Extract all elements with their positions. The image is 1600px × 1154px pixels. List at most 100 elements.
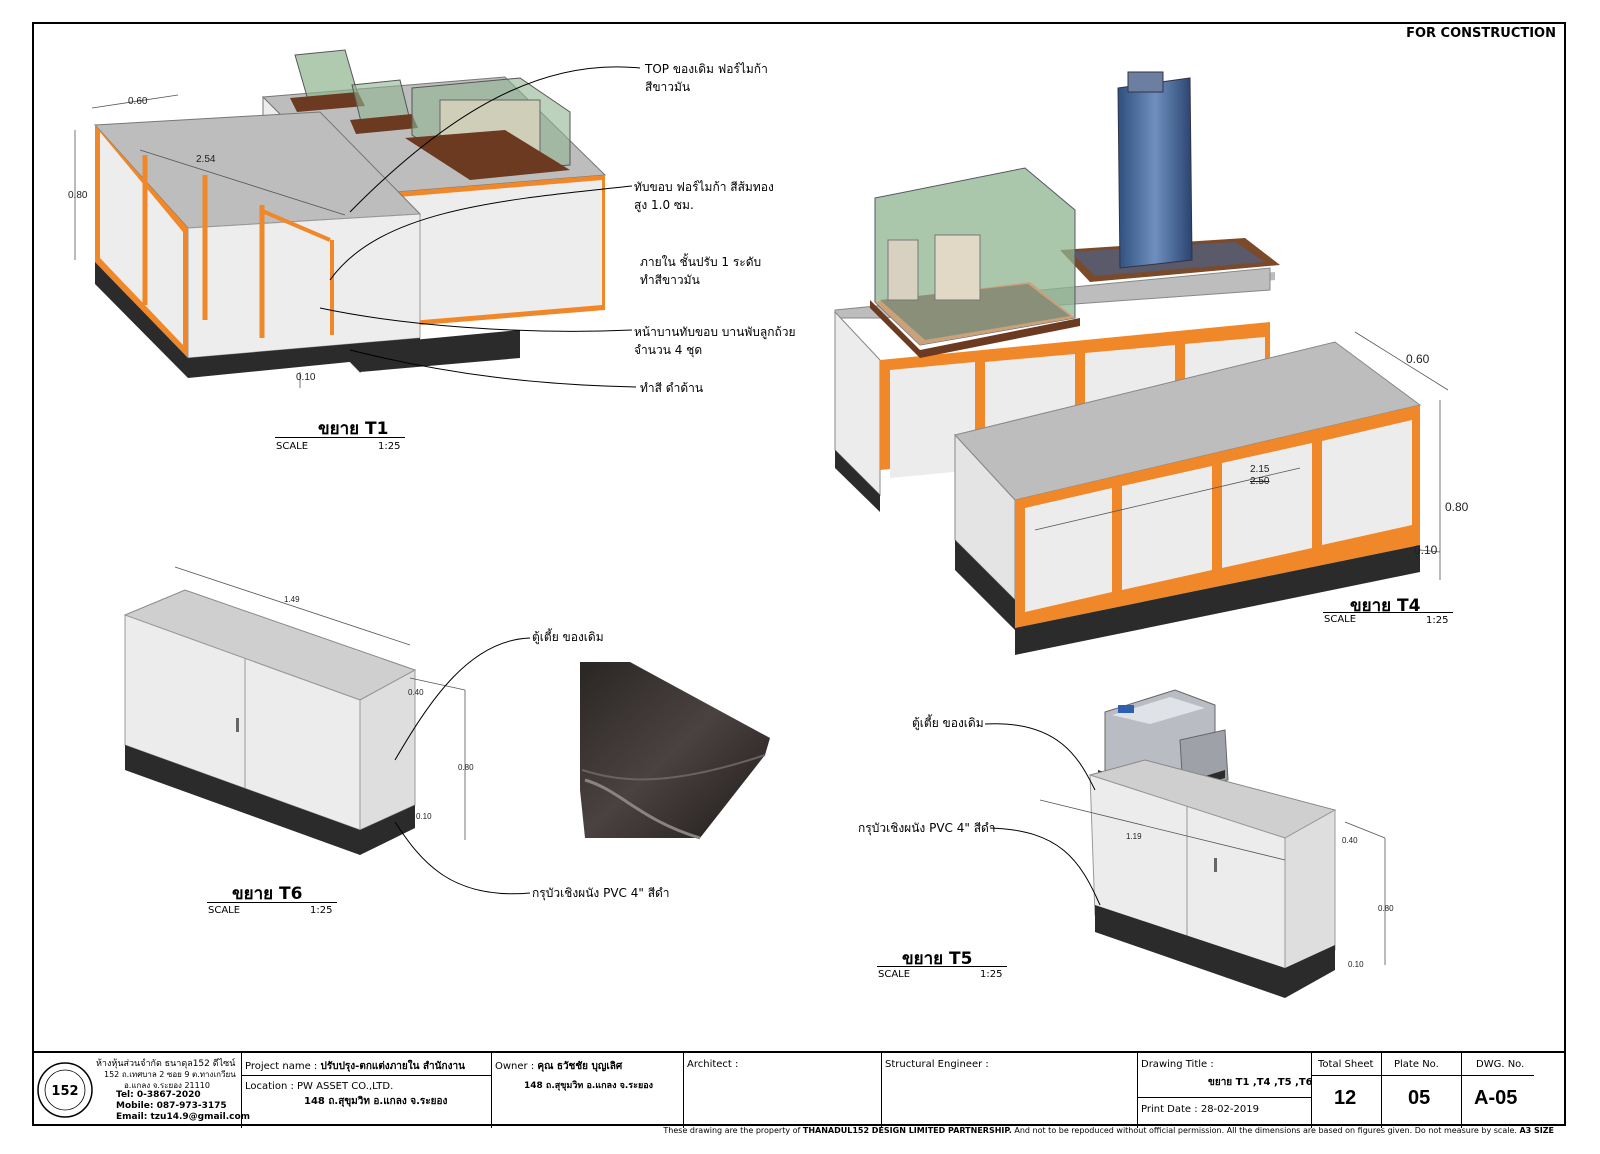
t6-scale: 1:25	[310, 905, 333, 916]
t1-model-building	[405, 77, 571, 180]
note-inside-line1: ภายใน ชั้นปรับ 1 ระดับ	[640, 255, 762, 269]
owner-name: คุณ ธวัชชัย บุญเลิศ	[537, 1061, 623, 1072]
total-sheet: 12	[1334, 1087, 1357, 1109]
dwg-cell: DWG. No. A-05	[1462, 1053, 1566, 1128]
location-address: 148 ถ.สุขุมวิท อ.แกลง จ.ระยอง	[304, 1096, 448, 1107]
t1-scale: 1:25	[378, 441, 401, 452]
t4-front-cabinet	[954, 341, 1422, 655]
t4-title: ขยาย T4	[1350, 596, 1421, 616]
t5-scale-label: SCALE	[878, 969, 911, 980]
t1-dim-length: 2.54	[196, 154, 216, 165]
note-t5-cabinet: ตู้เตี้ย ของเดิม	[912, 716, 984, 730]
location-company: PW ASSET CO.,LTD.	[297, 1081, 394, 1092]
t1-front-cabinet	[93, 111, 422, 378]
project-name: ปรับปรุง-ตกแต่งภายใน สำนักงาน	[320, 1061, 465, 1072]
t1-dim-height: 0.80	[68, 190, 88, 201]
t5-dimension-lines	[1039, 799, 1386, 965]
t1-model-house-1	[290, 49, 365, 112]
t5-leader-lines	[984, 723, 1101, 906]
company-mobile: Mobile: 087-973-3175	[116, 1101, 227, 1111]
t4-dim-length-new: 2.15	[1250, 464, 1270, 475]
company-logo: 152	[37, 1062, 93, 1118]
t6-title-underline	[207, 902, 337, 903]
architect-cell: Architect :	[684, 1053, 882, 1128]
t5-title-underline	[877, 966, 1007, 967]
t4-model-glass-case	[870, 167, 1080, 358]
t5-dim-base: 0.10	[1348, 960, 1364, 969]
t1-scale-label: SCALE	[276, 441, 309, 452]
plate-label: Plate No.	[1394, 1059, 1439, 1070]
t4-view	[834, 71, 1449, 655]
plate-number: 05	[1408, 1087, 1431, 1109]
t6-dim-base: 0.10	[416, 812, 432, 821]
t5-dim-length: 1.19	[1126, 832, 1142, 841]
note-doors-line2: จำนวน 4 ชุด	[634, 343, 703, 357]
t1-title-underline	[275, 437, 405, 438]
t5-dim-height: 0.80	[1378, 904, 1394, 913]
project-cell: Project name : ปรับปรุง-ตกแต่งภายใน สำนั…	[242, 1053, 492, 1128]
dwg-number: A-05	[1474, 1087, 1518, 1109]
t6-title: ขยาย T6	[232, 884, 303, 904]
svg-text:152: 152	[51, 1084, 78, 1099]
plate-divider	[1382, 1075, 1461, 1076]
status-label: FOR CONSTRUCTION	[1406, 26, 1556, 41]
drawing-title-divider	[1138, 1097, 1311, 1098]
drawing-title-label: Drawing Title :	[1141, 1059, 1214, 1070]
note-edge-line2: สูง 1.0 ซม.	[634, 198, 694, 212]
company-cell: 152 ห้างหุ้นส่วนจำกัด ธนาดุล152 ดีไซน์ 1…	[32, 1053, 250, 1128]
t4-scale: 1:25	[1426, 615, 1449, 626]
dwg-divider	[1462, 1075, 1534, 1076]
architect-label: Architect :	[687, 1059, 739, 1070]
company-email: Email: tzu14.9@gmail.com	[116, 1112, 251, 1122]
t1-dim-base: 0.10	[296, 372, 316, 383]
company-address-1: 152 ถ.เทศบาล 2 ซอย 9 ต.ทางเกวียน	[104, 1070, 236, 1079]
t1-title: ขยาย T1	[318, 419, 389, 439]
t4-dim-depth: 0.60	[1406, 352, 1430, 366]
drawing-frame	[32, 22, 1566, 1126]
note-edge-line1: ทับขอบ ฟอร์ไมก้า สีส้มทอง	[634, 180, 774, 194]
note-t5-skirting: กรุบัวเชิงผนัง PVC 4" สีดำ	[858, 821, 996, 835]
t5-scale: 1:25	[980, 969, 1003, 980]
t5-dim-depth: 0.40	[1342, 836, 1358, 845]
note-t6-cabinet: ตู้เตี้ย ของเดิม	[532, 630, 604, 644]
footer-pre: These drawing are the property of	[663, 1126, 801, 1135]
pvc-skirting-sample	[580, 662, 770, 840]
dwg-label: DWG. No.	[1476, 1059, 1525, 1070]
footer-post: And not to be repoduced without official…	[1014, 1126, 1517, 1135]
title-block: 152 ห้างหุ้นส่วนจำกัด ธนาดุล152 ดีไซน์ 1…	[32, 1051, 1566, 1128]
structural-cell: Structural Engineer :	[882, 1053, 1138, 1128]
structural-label: Structural Engineer :	[885, 1059, 989, 1070]
note-inside-line2: ทำสีขาวมัน	[640, 273, 700, 287]
t1-dim-depth: 0.60	[128, 96, 148, 107]
t4-scale-label: SCALE	[1324, 614, 1357, 625]
t1-rear-cabinet	[261, 49, 607, 374]
t6-cabinet	[123, 589, 417, 855]
owner-cell: Owner : คุณ ธวัชชัย บุญเลิศ 148 ถ.สุขุมว…	[492, 1053, 684, 1128]
t5-title: ขยาย T5	[902, 949, 973, 969]
t6-leader-lines	[394, 637, 531, 895]
t1-leader-lines	[319, 66, 641, 388]
t4-model-tower	[1060, 71, 1280, 282]
t6-view	[123, 566, 770, 895]
drawing-title-cell: Drawing Title : ขยาย T1 ,T4 ,T5 ,T6 Prin…	[1138, 1053, 1313, 1128]
footer-note: These drawing are the property of THANAD…	[663, 1126, 1554, 1135]
t1-dimension-lines	[74, 94, 346, 388]
company-name: ห้างหุ้นส่วนจำกัด ธนาดุล152 ดีไซน์	[96, 1059, 236, 1069]
footer-owner: THANADUL152 DESIGN LIMITED PARTNERSHIP.	[802, 1126, 1012, 1135]
t6-dimension-lines	[174, 566, 466, 840]
print-date-label: Print Date :	[1141, 1104, 1198, 1115]
note-top-line2: สีขาวมัน	[645, 80, 691, 94]
t6-dim-depth: 0.40	[408, 688, 424, 697]
plate-cell: Plate No. 05	[1382, 1053, 1462, 1128]
owner-address: 148 ถ.สุขุมวิท อ.แกลง จ.ระยอง	[524, 1081, 654, 1091]
footer-size: A3 SIZE	[1519, 1126, 1554, 1135]
t1-model-house-2	[350, 79, 418, 134]
t4-title-underline	[1323, 612, 1453, 613]
total-sheet-label: Total Sheet	[1318, 1059, 1374, 1070]
t6-scale-label: SCALE	[208, 905, 241, 916]
note-base: ทำสี ดำด้าน	[640, 381, 704, 395]
company-tel: Tel: 0-3867-2020	[116, 1090, 201, 1100]
owner-label: Owner :	[495, 1061, 535, 1072]
note-doors-line1: หน้าบานทับขอบ บานพับลูกถ้วย	[634, 325, 796, 339]
